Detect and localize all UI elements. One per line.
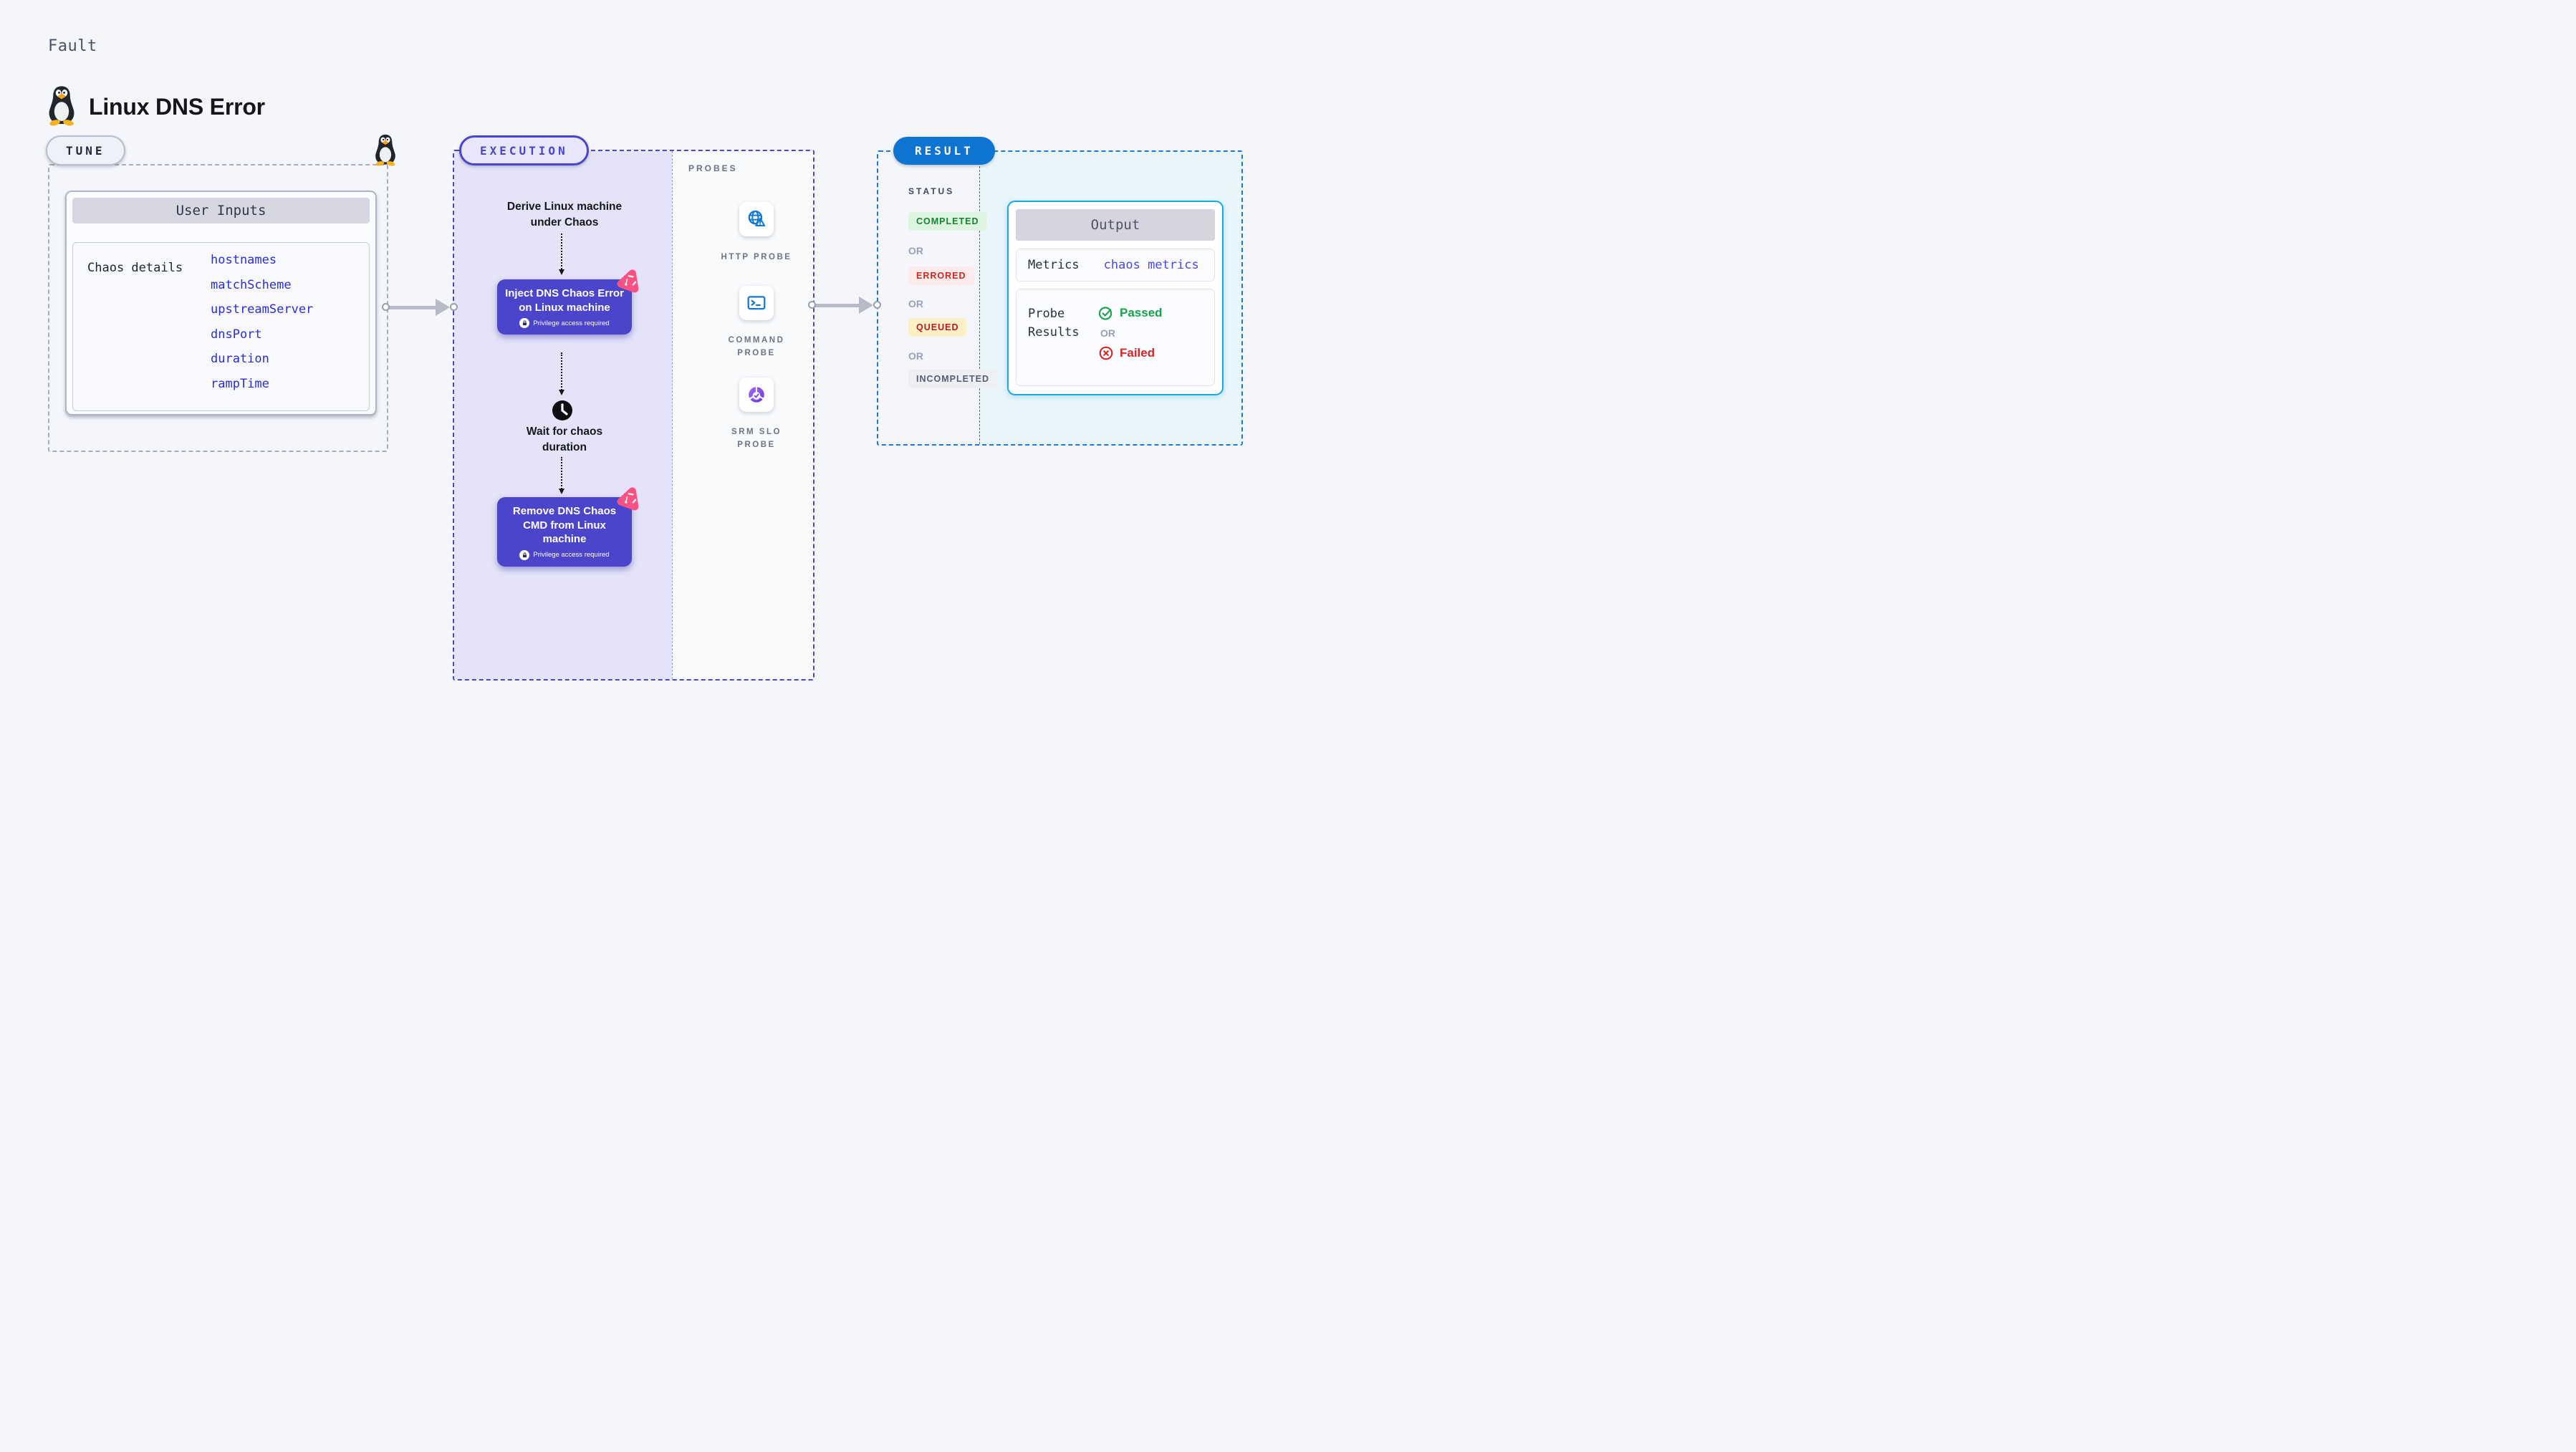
or-separator: OR: [908, 245, 923, 256]
chaos-experiment-icon: [617, 487, 639, 511]
user-inputs-title: User Inputs: [72, 198, 370, 223]
wait-duration-label: Wait for chaos duration: [526, 425, 603, 454]
passed-label: Passed: [1120, 306, 1163, 319]
output-card: Output Metrics chaos metrics Probe Resul…: [1007, 201, 1224, 395]
fault-diagram-canvas: Fault Linux DNS Error TUNE: [0, 0, 1288, 726]
user-inputs-card: User Inputs Chaos details hostnames matc…: [65, 191, 377, 415]
execution-badge: EXECUTION: [459, 135, 589, 165]
remove-node-title: Remove DNS Chaos CMD from Linux machine: [512, 505, 617, 545]
privilege-label: Privilege access required: [533, 551, 610, 559]
arrow-start-dot: [382, 303, 390, 311]
privilege-label: Privilege access required: [533, 319, 610, 327]
lock-icon: [519, 318, 530, 328]
remove-dns-chaos-node: Remove DNS Chaos CMD from Linux machine …: [497, 487, 639, 567]
probe-results-label: Probe Results: [1028, 307, 1080, 340]
check-circle-icon: [1098, 307, 1112, 320]
linux-tux-icon: [44, 85, 79, 130]
metrics-value: chaos metrics: [1103, 258, 1199, 272]
derive-machine-label: Derive Linux machine under Chaos: [506, 201, 623, 229]
probes-panel: [672, 151, 813, 679]
arrow-end-dot: [450, 303, 458, 311]
arrow-head-icon: [859, 297, 873, 314]
fault-eyebrow: Fault: [48, 37, 97, 55]
failed-label: Failed: [1120, 346, 1155, 360]
output-title: Output: [1016, 209, 1215, 241]
arrow-end-dot: [873, 301, 881, 309]
chaos-details-label: Chaos details: [87, 261, 183, 275]
or-separator: OR: [908, 298, 923, 309]
probes-heading: PROBES: [688, 163, 738, 173]
page-title-row: Linux DNS Error: [44, 85, 265, 130]
srm-slo-probe-label: SRM SLO PROBE: [731, 428, 782, 450]
status-badge-queued: QUEUED: [908, 318, 967, 337]
flow-connector-arrow: [558, 234, 564, 275]
chaos-inputs-list: hostnames matchScheme upstreamServer dns…: [211, 253, 313, 410]
input-upstreamserver: upstreamServer: [211, 302, 314, 317]
inject-node-title: Inject DNS Chaos Error on Linux machine: [505, 287, 624, 314]
privilege-row: Privilege access required: [503, 549, 626, 560]
passed-line: Passed: [1098, 305, 1163, 321]
status-badge-incompleted: INCOMPLETED: [908, 370, 997, 388]
lock-icon: [519, 549, 530, 560]
clock-icon: [552, 400, 573, 421]
linux-tux-corner-icon: [372, 133, 399, 170]
command-probe-label: COMMAND PROBE: [728, 336, 785, 358]
metrics-row: Metrics chaos metrics: [1016, 249, 1215, 282]
tune-badge: TUNE: [46, 135, 125, 165]
probe-results-row: Probe Results Passed OR Failed: [1016, 289, 1215, 386]
flow-connector-arrow: [558, 457, 564, 494]
http-probe-card: [739, 202, 774, 236]
metrics-label: Metrics: [1028, 258, 1080, 272]
or-separator: OR: [908, 350, 923, 362]
arrow-shaft: [814, 303, 860, 307]
input-duration: duration: [211, 352, 269, 366]
inject-dns-chaos-node: Inject DNS Chaos Error on Linux machine …: [497, 269, 639, 335]
slo-pie-icon: [749, 386, 764, 403]
status-heading: STATUS: [908, 186, 955, 196]
or-separator: OR: [1100, 327, 1115, 339]
arrow-start-dot: [808, 301, 816, 309]
privilege-row: Privilege access required: [503, 318, 626, 328]
terminal-icon: [747, 296, 766, 310]
status-badge-errored: ERRORED: [908, 266, 974, 285]
x-circle-icon: [1099, 346, 1113, 360]
status-badge-completed: COMPLETED: [908, 212, 987, 231]
result-badge: RESULT: [893, 137, 995, 165]
command-probe-card: [739, 286, 774, 320]
input-ramptime: rampTime: [211, 376, 269, 391]
srm-slo-probe-card: [739, 378, 774, 412]
page-title: Linux DNS Error: [89, 94, 265, 120]
probe-results-values: Passed OR Failed: [1098, 298, 1163, 385]
input-dnsport: dnsPort: [211, 327, 262, 342]
globe-alert-icon: [748, 210, 766, 226]
user-inputs-body: Chaos details hostnames matchScheme upst…: [72, 242, 370, 411]
input-matchscheme: matchScheme: [211, 277, 292, 292]
chaos-experiment-icon: [617, 269, 639, 293]
input-hostnames: hostnames: [211, 253, 277, 267]
flow-connector-arrow: [558, 352, 564, 395]
arrow-shaft: [388, 305, 437, 309]
arrow-head-icon: [436, 299, 450, 316]
failed-line: Failed: [1098, 345, 1163, 361]
http-probe-label: HTTP PROBE: [721, 253, 792, 261]
